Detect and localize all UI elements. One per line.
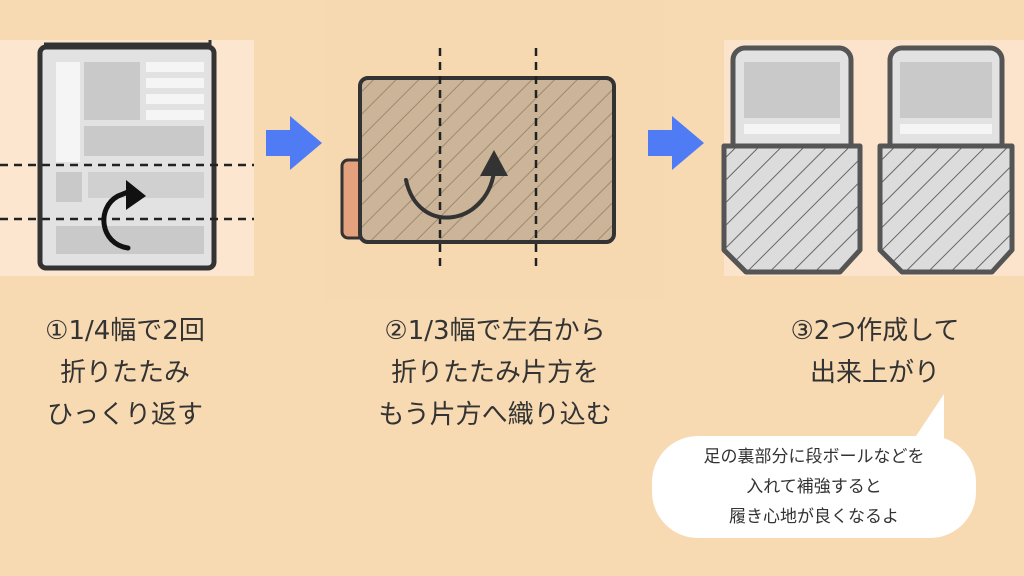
- step2-caption: ②1/3幅で左右から 折りたたみ片方を もう片方へ織り込む: [378, 316, 612, 430]
- speech-bubble: [652, 436, 976, 538]
- rotate-arrow-icon: [404, 150, 508, 220]
- newspaper-figure: [37, 40, 217, 271]
- note-text: 足の裏部分に段ボールなどを 入れて補強すると 履き心地が良くなるよ: [703, 447, 925, 527]
- right-arrow-icon: [266, 116, 322, 170]
- rotate-arrow-icon: [101, 180, 146, 251]
- slipper-figure: [721, 45, 863, 275]
- slipper-figure: [877, 45, 1015, 275]
- step3-caption: ③2つ作成して 出来上がり: [790, 316, 960, 388]
- right-arrow-icon: [648, 116, 704, 170]
- step1-caption: ①1/4幅で2回 折りたたみ ひっくり返す: [45, 316, 205, 430]
- folded-piece-figure: [340, 76, 616, 244]
